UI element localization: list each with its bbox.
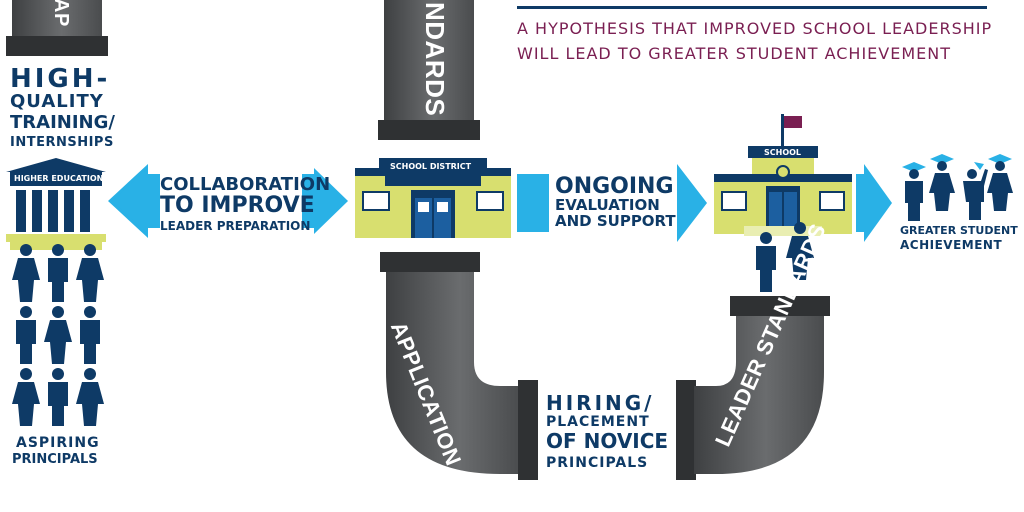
ongoing-line-2: EVALUATION	[555, 196, 660, 214]
training-line-4: INTERNSHIPS	[10, 135, 114, 150]
school-district-building	[355, 158, 511, 238]
hiring-line-4: PRINCIPALS	[546, 455, 649, 471]
ongoing-line-1: ONGOING	[555, 174, 674, 199]
higher-education-label: HIGHER EDUCATION	[14, 174, 104, 183]
school-sign: SCHOOL	[764, 148, 802, 157]
hiring-line-3: OF NOVICE	[546, 429, 669, 453]
outcome-line-1: GREATER STUDENT	[900, 224, 1018, 237]
principal-figures	[752, 222, 818, 292]
pipe-label-top-center: NDARDS	[420, 2, 450, 117]
bottom-pipe	[380, 252, 830, 482]
arrow-right-icon	[864, 164, 892, 242]
aspiring-line-1: ASPIRING	[16, 435, 100, 451]
school-building	[714, 114, 852, 236]
collaboration-line-2: TO IMPROVE	[160, 193, 315, 218]
training-line-3: TRAINING/	[10, 112, 115, 133]
pipe-top-left-rim	[6, 36, 108, 56]
ongoing-line-3: AND SUPPORT	[555, 212, 676, 230]
higher-education-building	[6, 158, 106, 250]
graduate-figures	[898, 148, 1018, 224]
hypothesis-line-1: A HYPOTHESIS THAT IMPROVED SCHOOL LEADER…	[517, 19, 993, 38]
person-icon	[12, 244, 104, 426]
pipe-label-top-left: AP	[50, 0, 72, 27]
pipe-top-left	[12, 0, 102, 38]
collaboration-line-3: LEADER PREPARATION	[160, 219, 311, 233]
arrow-right-icon	[677, 164, 707, 242]
aspiring-principals-figures	[8, 240, 108, 430]
collaboration-line-1: COLLABORATION	[160, 174, 331, 195]
higher-education-icon	[6, 158, 106, 250]
aspiring-line-2: PRINCIPALS	[12, 452, 98, 467]
clock-icon	[776, 165, 790, 179]
outcome-line-2: ACHIEVEMENT	[900, 238, 1003, 252]
training-line-2: QUALITY	[10, 91, 104, 112]
ongoing-arrow	[517, 162, 707, 244]
collaboration-arrow	[108, 158, 352, 244]
training-line-1: HIGH-	[10, 64, 111, 94]
outcome-arrow	[856, 162, 892, 244]
hiring-line-1: HIRING/	[546, 391, 655, 415]
arrow-right-icon	[314, 168, 348, 234]
header-rule	[517, 6, 987, 9]
pipe-top-center-rim	[378, 120, 480, 140]
school-district-sign: SCHOOL DISTRICT	[390, 162, 472, 171]
pipe-top-center	[384, 0, 474, 122]
hypothesis-line-2: WILL LEAD TO GREATER STUDENT ACHIEVEMENT	[517, 44, 951, 63]
flag-icon	[784, 116, 802, 128]
hiring-line-2: PLACEMENT	[546, 414, 650, 430]
